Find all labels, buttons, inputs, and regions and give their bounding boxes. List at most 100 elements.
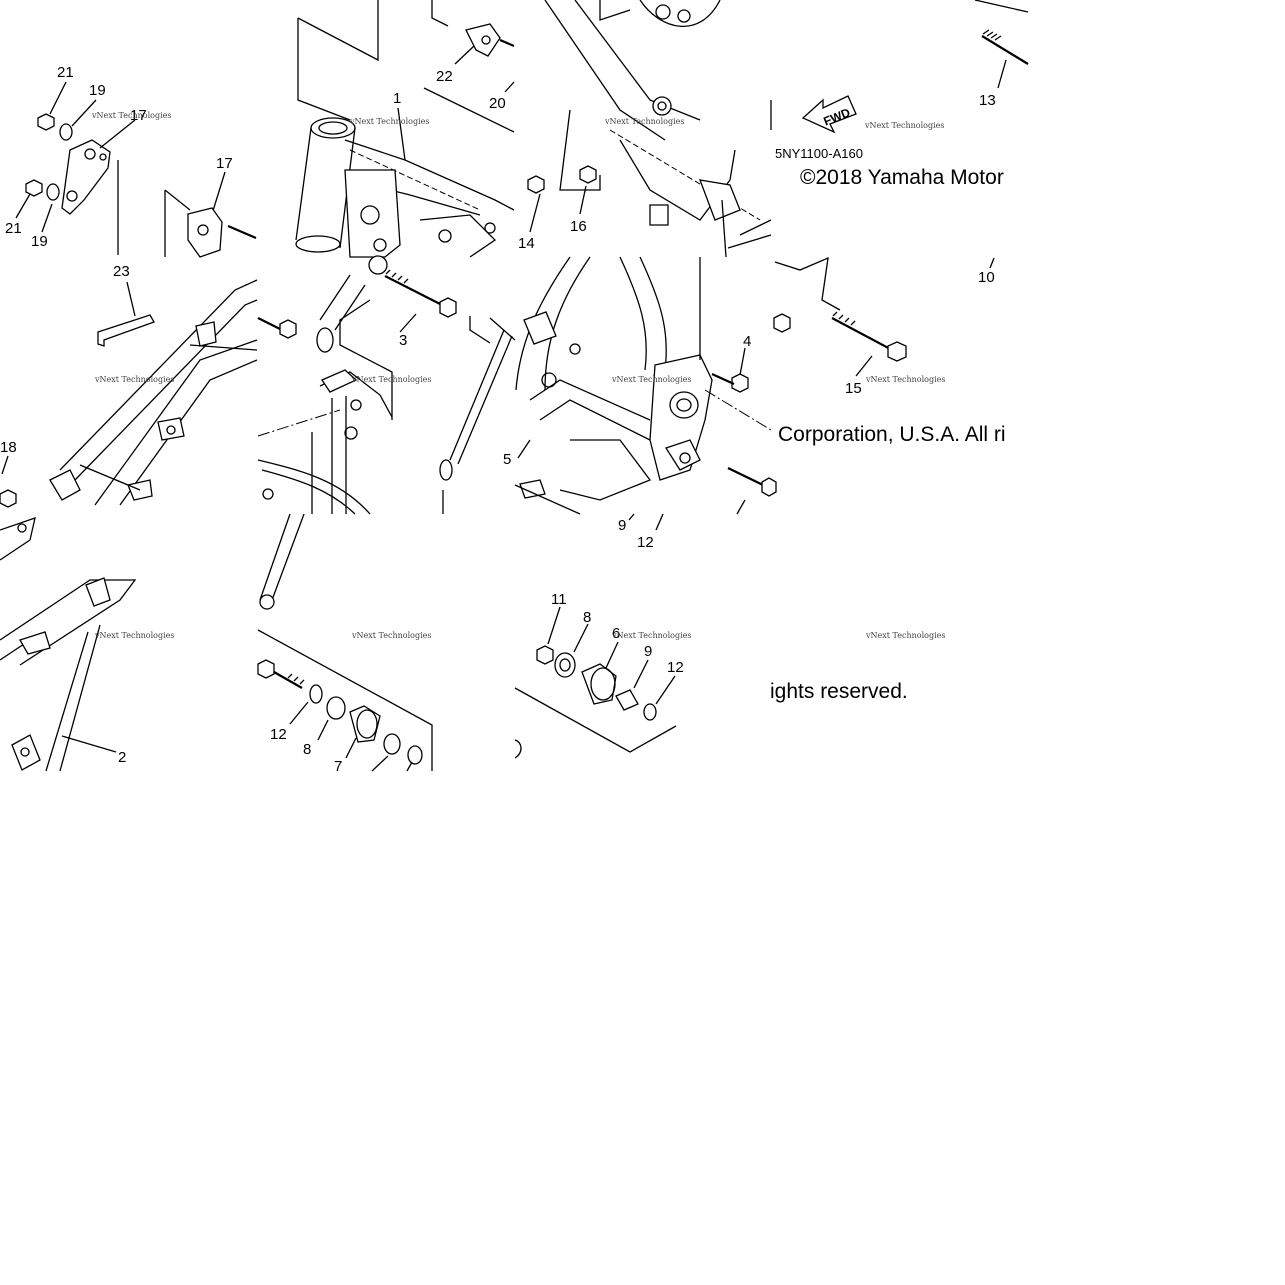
bolt-thread [385, 269, 409, 284]
washer-part [46, 183, 60, 201]
frame-hole [541, 372, 557, 388]
long-bolt-part [831, 317, 893, 351]
tile-lower-left: 2 vNext Technologies [0, 517, 174, 772]
diagram-code: 5NY1100-A160 [775, 146, 863, 161]
watermark: vNext Technologies [349, 117, 429, 126]
lower-mount [665, 439, 701, 471]
copyright-line-3: ights reserved. [770, 680, 908, 703]
frame-hole [344, 426, 358, 440]
washer-part [643, 703, 657, 721]
bearing-bore [559, 658, 571, 672]
leader-line [41, 203, 53, 233]
frame-boss-hole [657, 101, 667, 111]
steering-head-top [310, 117, 356, 139]
rear-frame-tube [94, 339, 258, 506]
shock-mount [321, 369, 358, 393]
watermark: vNext Technologies [611, 375, 691, 384]
long-bolt-part [727, 467, 766, 487]
leader-line [15, 193, 31, 219]
tile-upper-middle: 1 22 20 vNext Technologies [295, 0, 515, 258]
frame-tab [157, 417, 185, 441]
flange-nut-part [527, 175, 545, 194]
callout-12-right: 12 [637, 534, 654, 551]
flange-nut-part [25, 179, 43, 197]
callout-6: 6 [612, 625, 620, 642]
leader-line [655, 513, 664, 531]
leader-line [736, 499, 746, 515]
frame-end-plate [0, 517, 36, 561]
callout-9: 9 [618, 517, 626, 534]
watermark: vNext Technologies [351, 631, 431, 640]
pivot-bolt-part [273, 671, 303, 689]
bolt-head [439, 297, 457, 318]
frame-boss [523, 311, 557, 345]
leader-line [49, 81, 67, 115]
callout-13: 13 [979, 92, 996, 109]
bracket-plate-part [187, 207, 223, 258]
steering-head-bottom [295, 235, 341, 253]
leader-line [399, 313, 417, 333]
reference-frame-line [297, 18, 351, 121]
reference-frame-line [469, 316, 516, 344]
subframe-foot [11, 734, 41, 771]
leader-line [504, 81, 515, 93]
tile-lower-center-right: 9 12 11 8 6 9 12 vNext Technologies [514, 513, 691, 759]
frame-hole [569, 343, 581, 355]
rear-frame-tube [59, 279, 258, 471]
callout-21: 21 [57, 64, 74, 81]
leader-line [71, 99, 97, 127]
callout-5: 5 [503, 451, 511, 468]
bolt-part [227, 224, 257, 240]
flange-nut-part [0, 489, 17, 508]
bolt-part [711, 372, 735, 386]
callout-10: 10 [978, 269, 995, 286]
frame-cross-tube [79, 464, 141, 491]
leader-line [989, 257, 995, 269]
flange-nut-part [37, 113, 55, 131]
bearing-part [554, 652, 576, 678]
leader-line [345, 737, 357, 759]
rear-frame-tube [119, 359, 258, 506]
pivot-bore [669, 391, 699, 419]
frame-plate-outline [544, 256, 591, 391]
bolt-head [279, 319, 297, 339]
callout-22: 22 [436, 68, 453, 85]
hidden-edge [349, 149, 481, 211]
frame-hole [350, 399, 362, 411]
callout-18: 18 [0, 439, 17, 456]
leader-line [1, 455, 9, 475]
callout-17-right: 17 [216, 155, 233, 172]
bolt-head [257, 659, 275, 679]
center-line [257, 409, 341, 437]
wheel-arc [257, 459, 371, 515]
leader-line [547, 606, 561, 645]
tile-upper-right: FWD 13 5NY1100-A160 ©2018 Yamaha Motor 1… [770, 0, 1029, 311]
leader-line [517, 439, 531, 459]
frame-tube [259, 513, 305, 601]
bolt-thread [982, 29, 1002, 41]
shock-body [331, 396, 347, 514]
callout-8-right: 8 [583, 609, 591, 626]
copyright-line-2: Corporation, U.S.A. All ri [778, 423, 1006, 446]
watermark: vNext Technologies [94, 631, 174, 640]
reference-frame-line [297, 0, 379, 62]
engine-bracket-part [61, 139, 111, 215]
leader-line [855, 355, 873, 377]
reference-frame-line [514, 687, 677, 753]
frame-boss [652, 96, 672, 116]
callout-12-lower: 12 [667, 659, 684, 676]
wheel-arc [261, 469, 356, 515]
pivot-boss [368, 255, 388, 275]
link-bushing [316, 327, 334, 353]
swing-arm-link [319, 274, 366, 331]
collar-bore [590, 667, 616, 701]
frame-edge [974, 0, 1029, 13]
reference-frame-line [339, 299, 393, 420]
frame-boss [259, 594, 275, 610]
cross-tube [529, 379, 651, 441]
frame-tube [639, 256, 667, 371]
flange-nut-part [536, 645, 554, 665]
bolt-thread [287, 673, 305, 685]
